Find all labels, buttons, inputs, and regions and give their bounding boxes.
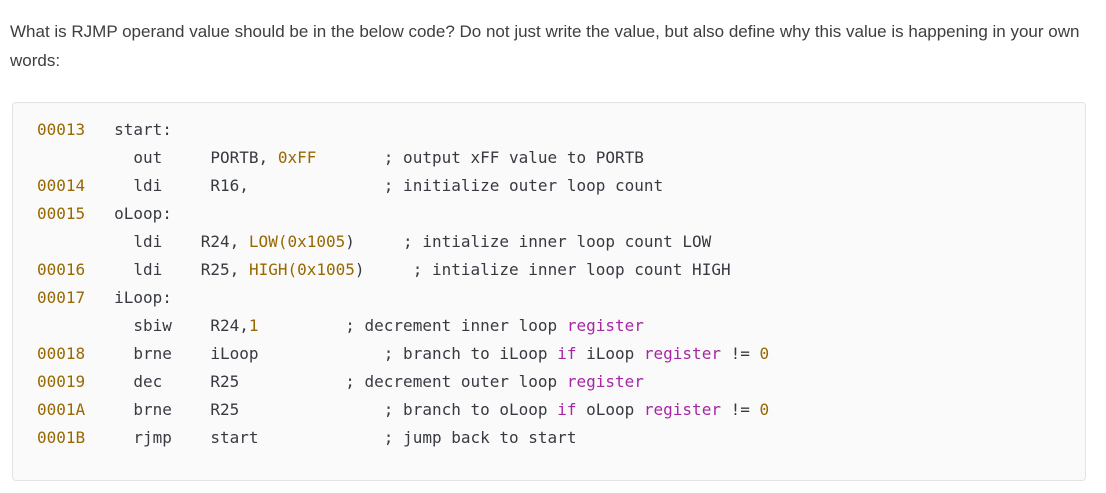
code-token-addr: 00013 — [37, 120, 86, 139]
code-token-plain: sbiw R24, — [37, 316, 249, 335]
code-token-kw: if — [557, 344, 577, 363]
code-token-plain: ldi R16, ; initialize outer loop count — [85, 176, 664, 195]
code-token-kw: register — [566, 372, 644, 391]
code-token-plain: oLoop — [576, 400, 644, 419]
code-token-plain: != — [720, 344, 760, 363]
code-line: sbiw R24,1 ; decrement inner loop regist… — [37, 316, 644, 335]
code-token-plain: ) ; intialize inner loop count LOW — [345, 232, 712, 251]
code-token-num: 0xFF — [277, 148, 317, 167]
code-token-plain: dec R25 ; decrement outer loop — [85, 372, 567, 391]
code-token-num: 0 — [759, 344, 770, 363]
code-token-plain: ldi R25, — [85, 260, 249, 279]
code-token-plain: ; output xFF value to PORTB — [316, 148, 644, 167]
code-line: 0001B rjmp start ; jump back to start — [37, 428, 576, 447]
code-line: 00015 oLoop: — [37, 204, 172, 223]
code-token-addr: 00019 — [37, 372, 86, 391]
code-token-addr: 00014 — [37, 176, 86, 195]
code-line: 00017 iLoop: — [37, 288, 172, 307]
code-token-plain: ) ; intialize inner loop count HIGH — [354, 260, 731, 279]
code-token-addr: 00018 — [37, 344, 86, 363]
code-token-num: 1 — [248, 316, 259, 335]
code-token-addr: 0001B — [37, 428, 86, 447]
code-line: 0001A brne R25 ; branch to oLoop if oLoo… — [37, 400, 769, 419]
assembly-code: 00013 start: out PORTB, 0xFF ; output xF… — [37, 120, 769, 447]
code-line: ldi R24, LOW(0x1005) ; intialize inner l… — [37, 232, 711, 251]
assembly-code-block: 00013 start: out PORTB, 0xFF ; output xF… — [12, 102, 1086, 481]
code-token-plain: ; decrement inner loop — [258, 316, 567, 335]
code-token-plain: iLoop: — [85, 288, 172, 307]
code-token-plain: brne R25 ; branch to oLoop — [85, 400, 558, 419]
code-token-plain: rjmp start ; jump back to start — [85, 428, 577, 447]
code-token-plain: ldi R24, — [37, 232, 249, 251]
code-token-addr: 00017 — [37, 288, 86, 307]
code-line: out PORTB, 0xFF ; output xFF value to PO… — [37, 148, 644, 167]
code-line: 00019 dec R25 ; decrement outer loop reg… — [37, 372, 644, 391]
code-token-kw: register — [566, 316, 644, 335]
code-token-plain: brne iLoop ; branch to iLoop — [85, 344, 558, 363]
code-token-addr: 00016 — [37, 260, 86, 279]
code-token-addr: 0001A — [37, 400, 86, 419]
code-token-addr: 00015 — [37, 204, 86, 223]
code-token-plain: start: — [85, 120, 172, 139]
code-line: 00018 brne iLoop ; branch to iLoop if iL… — [37, 344, 769, 363]
code-token-plain: iLoop — [576, 344, 644, 363]
question-text: What is RJMP operand value should be in … — [10, 22, 1080, 70]
code-line: 00013 start: — [37, 120, 172, 139]
code-token-plain: out PORTB, — [37, 148, 278, 167]
code-token-kw: register — [643, 344, 721, 363]
code-line: 00014 ldi R16, ; initialize outer loop c… — [37, 176, 663, 195]
code-line: 00016 ldi R25, HIGH(0x1005) ; intialize … — [37, 260, 731, 279]
code-token-kw: if — [557, 400, 577, 419]
code-token-num: HIGH(0x1005 — [248, 260, 355, 279]
code-token-num: 0 — [759, 400, 770, 419]
code-token-plain: != — [720, 400, 760, 419]
code-token-num: LOW(0x1005 — [248, 232, 346, 251]
code-token-kw: register — [643, 400, 721, 419]
code-token-plain: oLoop: — [85, 204, 172, 223]
page: What is RJMP operand value should be in … — [10, 22, 1086, 481]
